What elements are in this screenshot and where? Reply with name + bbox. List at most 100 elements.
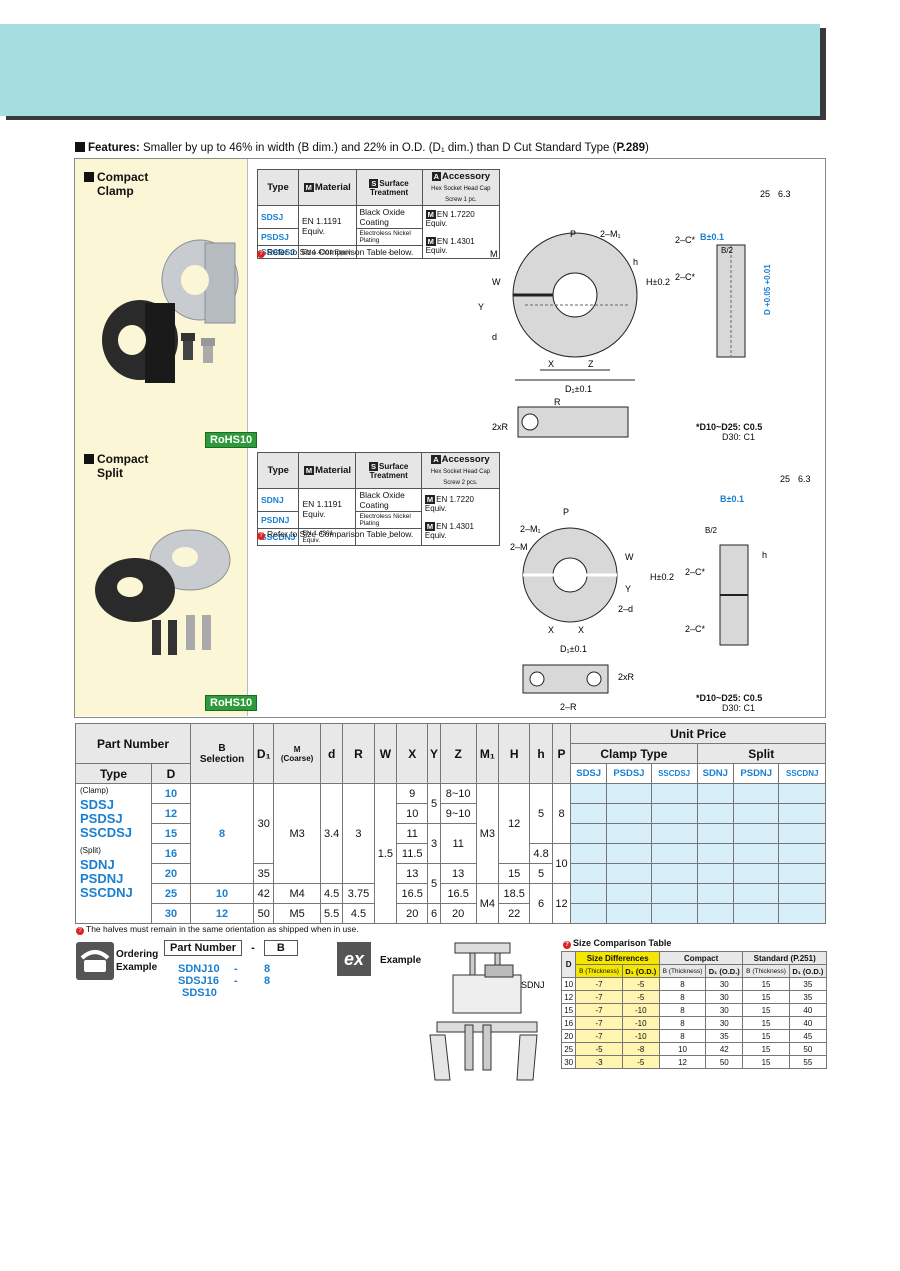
svg-text:X: X (548, 359, 554, 369)
svg-text:2xR: 2xR (618, 672, 635, 682)
svg-text:6.3: 6.3 (778, 189, 791, 199)
example-label: Example (380, 955, 422, 966)
features-label: Features: (88, 142, 140, 154)
phone-icon (76, 942, 114, 980)
header-band (0, 24, 820, 116)
svg-text:h: h (633, 257, 638, 267)
svg-text:d: d (492, 332, 497, 342)
material-value: EN 1.1191 Equiv. (298, 205, 357, 246)
rohs-badge: RoHS10 (205, 695, 258, 711)
svg-text:H±0.2: H±0.2 (646, 277, 670, 287)
clamp-drawing: D₁±0.1 X Z P 2–M₁ M W Y d h H±0.2 2xR R … (478, 189, 791, 438)
example-ex-icon: ex (337, 942, 371, 976)
svg-text:6.3: 6.3 (798, 474, 811, 484)
svg-text:25: 25 (780, 474, 790, 484)
features-ref-link[interactable]: P.289 (616, 142, 646, 154)
ordering-row: SDNJ10-8 (178, 963, 271, 975)
svg-text:W: W (625, 552, 634, 562)
type-sdnj: SDNJ (256, 488, 300, 512)
svg-text:h: h (762, 550, 767, 560)
example-assembly-illustration: SDNJ (429, 942, 545, 1081)
svg-text:D₁±0.1: D₁±0.1 (560, 644, 587, 654)
svg-text:2–C*: 2–C* (685, 624, 706, 634)
svg-text:P: P (563, 507, 569, 517)
svg-text:H±0.2: H±0.2 (650, 572, 674, 582)
svg-text:2–M₁: 2–M₁ (520, 524, 541, 534)
svg-text:2–M₁: 2–M₁ (600, 229, 621, 239)
svg-text:W: W (492, 277, 501, 287)
size-comparison-table: D Size Differences Compact Standard (P.2… (560, 951, 828, 1069)
type-sscdnj: SSCDNJ (256, 528, 300, 546)
surface-tag-icon: S (369, 178, 379, 188)
rohs-badge: RoHS10 (205, 432, 258, 448)
header-unit-price: Unit Price (570, 723, 826, 744)
feature-box (74, 158, 826, 718)
svg-text:D +0.05 +0.01: D +0.05 +0.01 (763, 264, 772, 315)
size-comparison-title: ?Size Comparison Table (563, 938, 671, 949)
clamp-size-note: ?Refer to Size Comparison Table below. (257, 247, 413, 258)
svg-text:2–d: 2–d (618, 604, 633, 614)
svg-text:2–C*: 2–C* (675, 272, 696, 282)
svg-text:X: X (578, 625, 584, 635)
accessory-tag-icon: A (431, 455, 441, 464)
type-sdsj: SDSJ (256, 205, 300, 229)
material-tag-icon: M (303, 466, 315, 475)
svg-text:Z: Z (588, 359, 594, 369)
svg-text:2xR: 2xR (492, 422, 509, 432)
ordering-header: Part Number - B (164, 940, 298, 956)
bullet-square-icon (75, 142, 85, 152)
note-icon: ? (76, 927, 84, 935)
split-drawing: P 2–M₁ 2–M W H±0.2 Y 2–d X X D₁±0.1 2xR … (510, 474, 811, 712)
svg-text:Y: Y (625, 584, 631, 594)
ordering-row: SDS10 (182, 987, 217, 999)
svg-text:M: M (490, 249, 498, 259)
section-split-title: Compact Split (84, 452, 148, 480)
svg-text:2–R: 2–R (560, 702, 577, 712)
svg-text:D₁±0.1: D₁±0.1 (565, 384, 592, 394)
note-icon: ? (257, 250, 265, 258)
orientation-footnote: ?The halves must remain in the same orie… (76, 924, 359, 935)
surface-tag-icon: S (369, 461, 379, 471)
svg-text:2–C*: 2–C* (685, 567, 706, 577)
spec-header-type: Type (256, 169, 300, 206)
header-part-number: Part Number (75, 723, 191, 764)
split-collar-photo (95, 529, 231, 655)
features-line: Features: Smaller by up to 46% in width … (75, 142, 649, 154)
svg-text:B/2: B/2 (705, 526, 718, 535)
type-psdnj: PSDNJ (256, 511, 300, 529)
material-tag-icon: M (303, 183, 314, 192)
svg-text:SDNJ: SDNJ (521, 980, 545, 990)
accessory-tag-icon: A (431, 172, 441, 181)
type-group-cell: (Clamp) SDSJ PSDSJ SSCDSJ (Split) SDNJ P… (75, 783, 152, 924)
svg-text:P: P (570, 229, 576, 239)
svg-text:B/2: B/2 (721, 246, 734, 255)
svg-text:2–M: 2–M (510, 542, 528, 552)
svg-text:R: R (554, 397, 561, 407)
ordering-row: SDSJ16-8 (178, 975, 271, 987)
svg-text:2–C*: 2–C* (675, 235, 696, 245)
section-clamp-title: Compact Clamp (84, 170, 148, 198)
bullet-square-icon (84, 172, 94, 182)
clamp-collar-photo (102, 239, 239, 383)
note-icon: ? (563, 941, 571, 949)
features-text: Smaller by up to 46% in width (B dim.) a… (142, 142, 617, 154)
svg-text:X: X (548, 625, 554, 635)
svg-text:25: 25 (760, 189, 770, 199)
bullet-square-icon (84, 454, 94, 464)
svg-text:Y: Y (478, 302, 484, 312)
svg-text:B±0.1: B±0.1 (720, 494, 744, 504)
